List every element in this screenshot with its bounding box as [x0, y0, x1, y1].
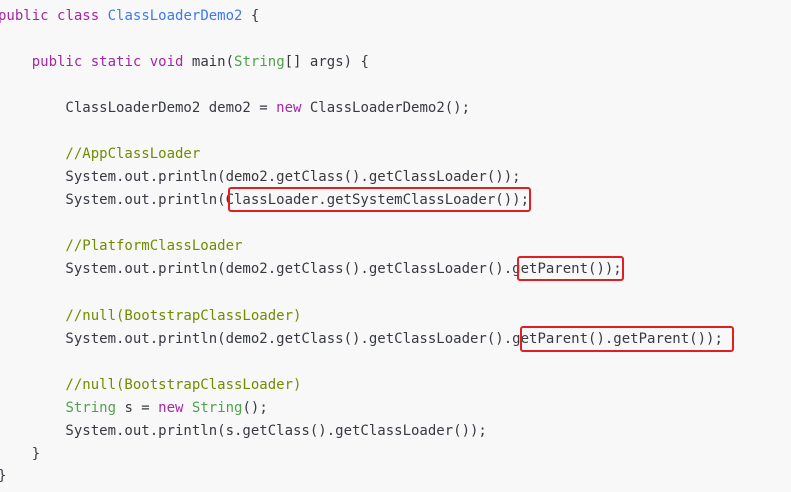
code-line: System.out.println(demo2.getClass().getC…: [0, 329, 723, 349]
code-token: System.out.println(ClassLoader.getSystem…: [0, 192, 530, 208]
code-line: System.out.println(demo2.getClass().getC…: [0, 167, 521, 187]
code-line: //PlatformClassLoader: [0, 236, 242, 256]
code-token: [0, 54, 32, 70]
code-token: [141, 54, 149, 70]
code-line: System.out.println(s.getClass().getClass…: [0, 421, 487, 441]
code-token: //PlatformClassLoader: [0, 238, 243, 254]
code-token: void: [149, 54, 184, 70]
code-token: main(: [183, 54, 235, 70]
code-token: String: [191, 400, 243, 416]
code-token: public: [31, 54, 83, 70]
code-token: System.out.println(demo2.getClass().getC…: [0, 331, 723, 347]
code-token: s =: [116, 400, 159, 416]
code-token: new: [158, 400, 184, 416]
code-line: System.out.println(demo2.getClass().getC…: [0, 259, 622, 279]
code-token: //AppClassLoader: [0, 146, 201, 162]
code-line: public class ClassLoaderDemo2 {: [0, 6, 259, 26]
code-token: //null(BootstrapClassLoader): [0, 308, 302, 324]
code-token: System.out.println(demo2.getClass().getC…: [0, 169, 521, 185]
code-token: String: [234, 54, 285, 70]
code-token: [82, 54, 90, 70]
code-line: //null(BootstrapClassLoader): [0, 375, 301, 395]
code-line: ClassLoaderDemo2 demo2 = new ClassLoader…: [0, 98, 470, 118]
code-token: //null(BootstrapClassLoader): [0, 377, 302, 393]
code-token: [0, 400, 65, 416]
code-token: ClassLoaderDemo2();: [301, 100, 471, 116]
code-token: [49, 8, 57, 24]
code-token: ClassLoaderDemo2: [107, 8, 243, 24]
code-line: String s = new String();: [0, 398, 268, 418]
code-token: public: [0, 8, 49, 24]
code-line: }: [0, 444, 40, 464]
code-token: System.out.println(s.getClass().getClass…: [0, 423, 487, 439]
code-token: System.out.println(demo2.getClass().getC…: [0, 261, 622, 277]
code-token: [] args) {: [284, 54, 369, 70]
code-token: class: [57, 8, 100, 24]
code-line: //null(BootstrapClassLoader): [0, 306, 301, 326]
code-line: System.out.println(ClassLoader.getSystem…: [0, 190, 529, 210]
code-line: public static void main(String[] args) {: [0, 52, 369, 72]
code-token: [99, 8, 107, 24]
code-line: }: [0, 466, 6, 486]
code-token: ClassLoaderDemo2 demo2 =: [0, 100, 277, 116]
code-token: static: [90, 54, 142, 70]
code-line: //AppClassLoader: [0, 144, 200, 164]
code-token: [183, 400, 191, 416]
code-token: {: [242, 8, 260, 24]
code-token: ();: [242, 400, 268, 416]
code-token: }: [0, 468, 6, 484]
code-token: new: [276, 100, 302, 116]
code-token: String: [65, 400, 117, 416]
code-token: }: [0, 446, 41, 462]
